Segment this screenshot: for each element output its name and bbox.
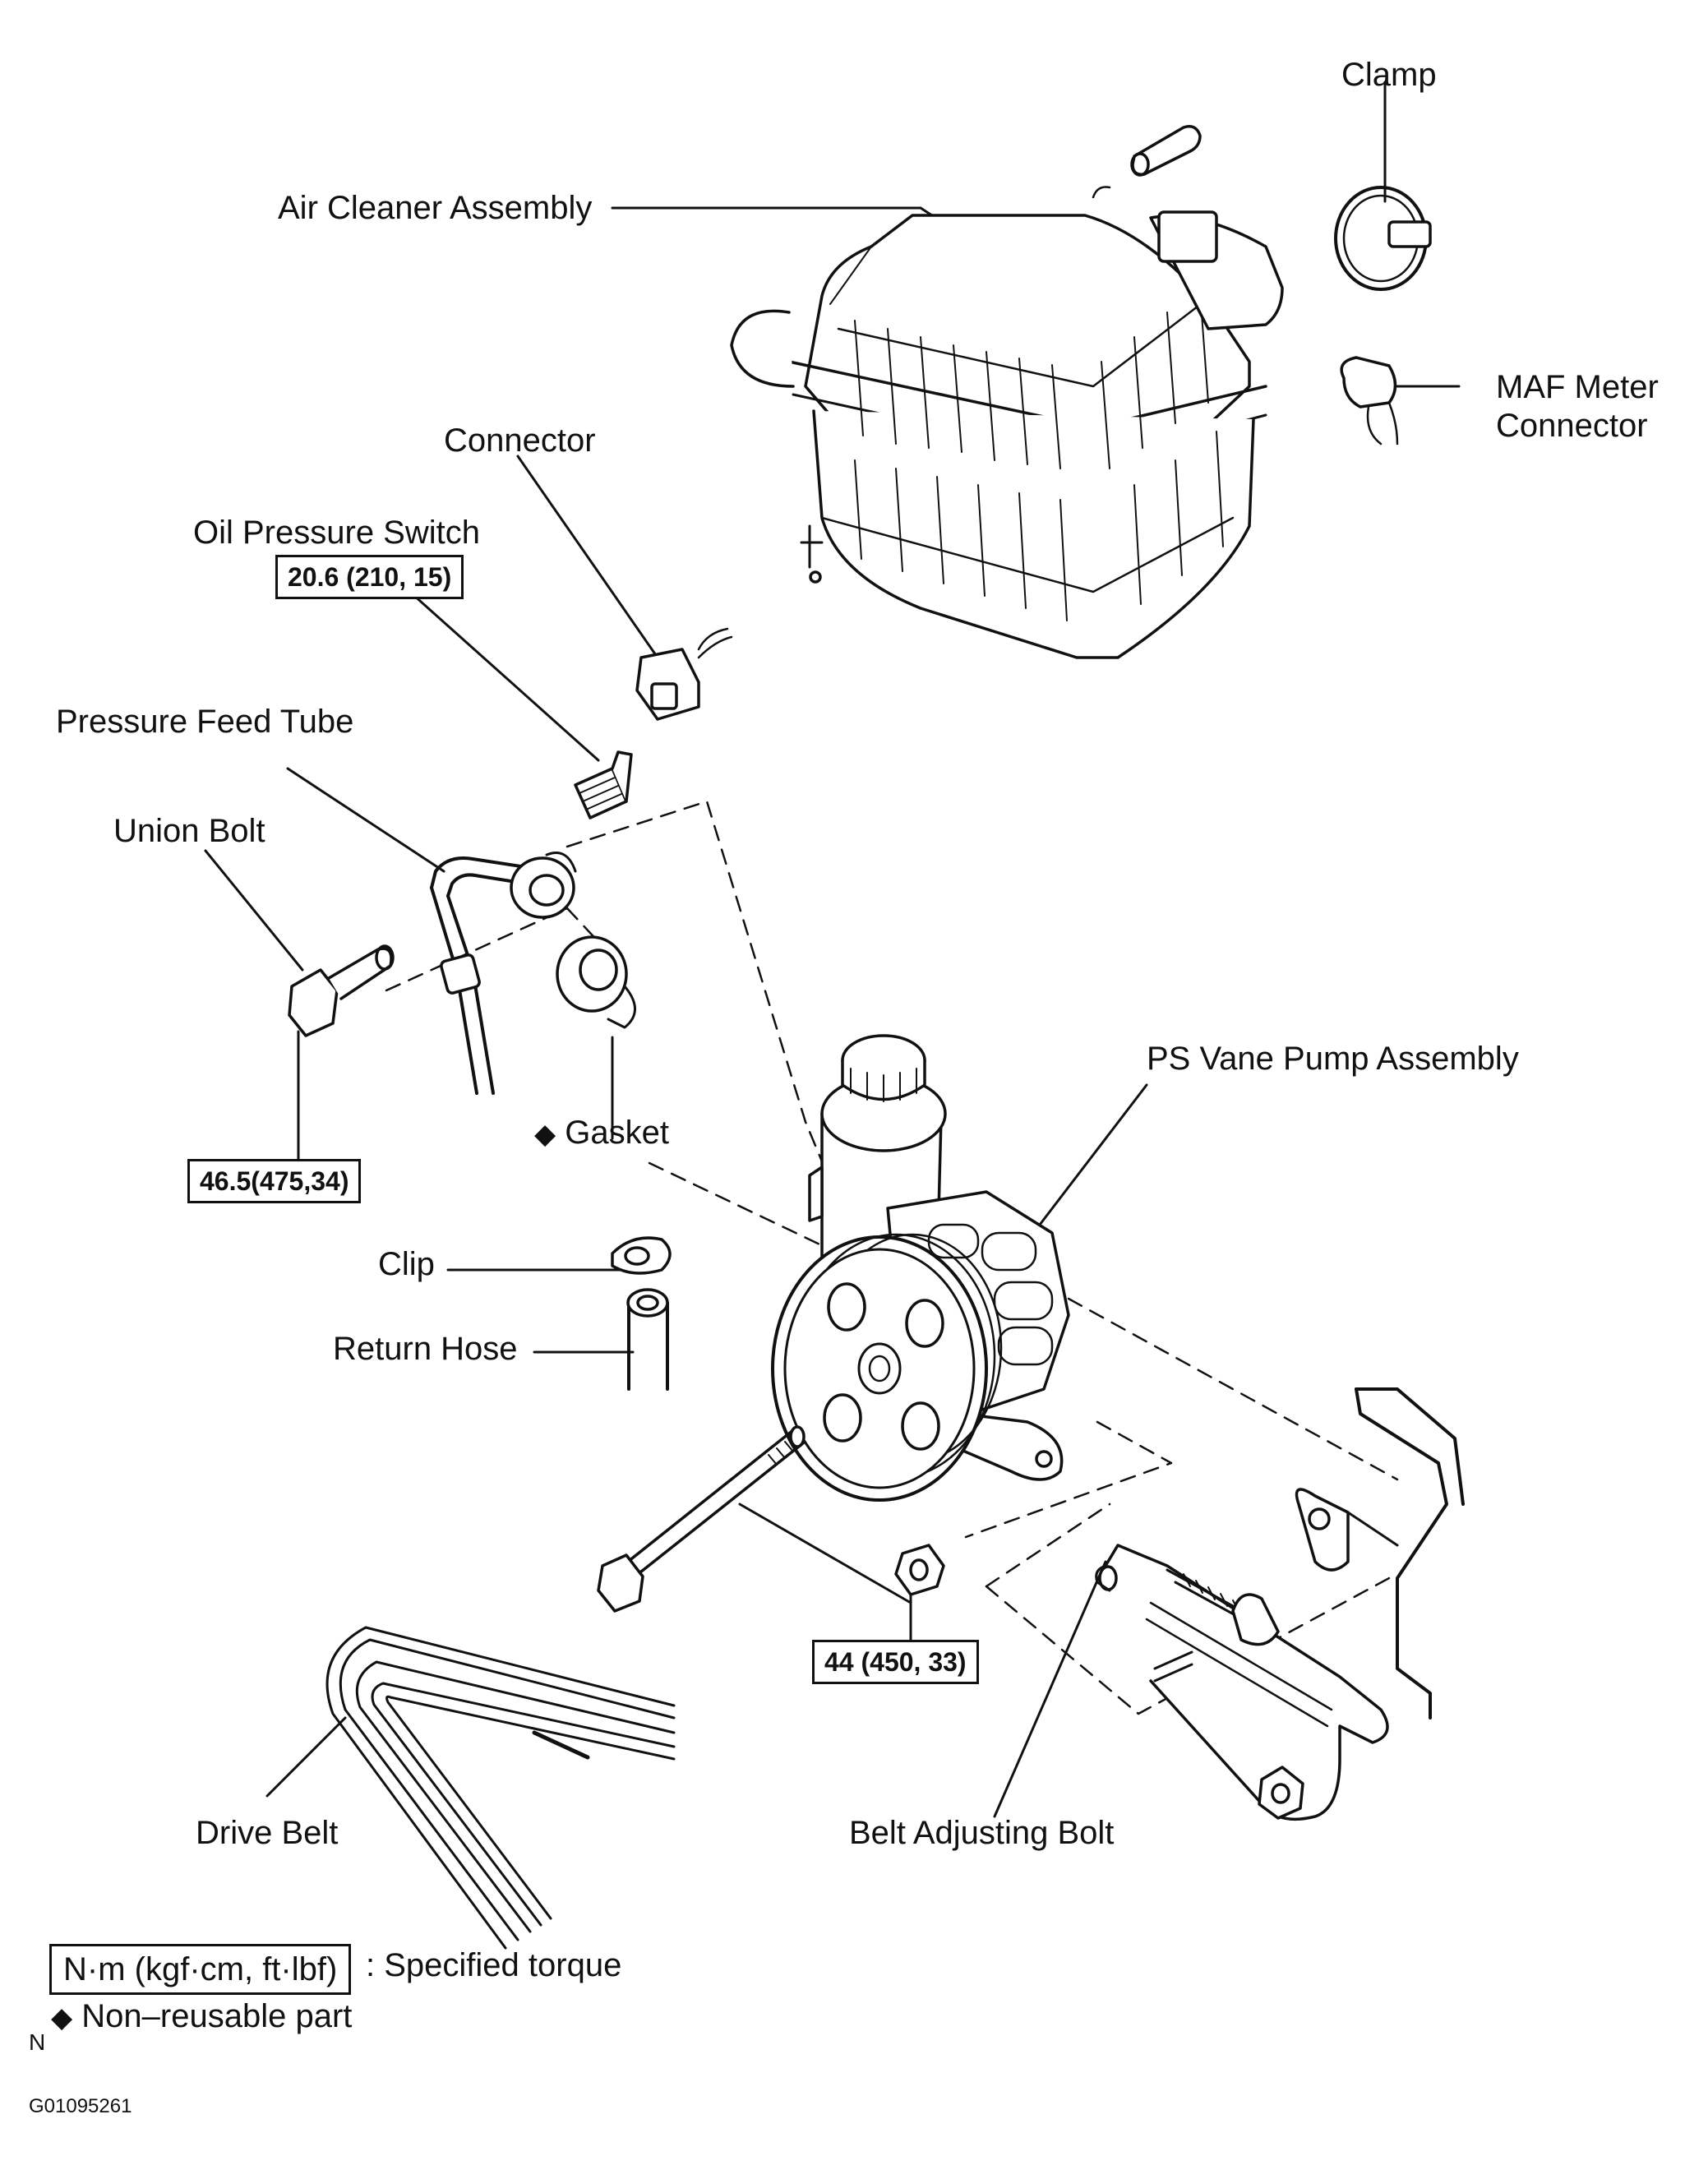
diamond-icon: ◆ xyxy=(534,1119,556,1150)
drive-belt-part xyxy=(325,1626,676,1950)
label-gasket: Gasket xyxy=(565,1115,669,1151)
nut-part xyxy=(894,1544,945,1596)
diamond-icon: ◆ xyxy=(51,2002,73,2033)
leader-lines xyxy=(204,81,1461,1818)
figure-code: G01095261 xyxy=(29,2095,132,2117)
label-belt-adjusting-bolt: Belt Adjusting Bolt xyxy=(849,1815,1115,1851)
label-union-bolt: Union Bolt xyxy=(113,813,265,849)
pump-bracket-part xyxy=(1295,1387,1465,1720)
clip-part xyxy=(611,1236,672,1275)
return-hose-part xyxy=(626,1288,669,1391)
ps-vane-pump-part xyxy=(771,1034,1070,1502)
legend-non-reusable-text: Non–reusable part xyxy=(81,1998,353,2034)
label-connector: Connector xyxy=(444,422,596,459)
torque-pump-bolts: 44 (450, 33) xyxy=(812,1640,979,1684)
alignment-dashes xyxy=(385,800,1399,1715)
breather-hose xyxy=(1130,125,1202,177)
maf-connector-part xyxy=(1340,356,1399,445)
label-ps-vane-pump-assembly: PS Vane Pump Assembly xyxy=(1147,1041,1519,1077)
label-air-cleaner-assembly: Air Cleaner Assembly xyxy=(278,190,593,226)
label-maf-meter-line2: Connector xyxy=(1496,408,1648,444)
air-cleaner-assembly xyxy=(730,186,1284,659)
legend-unit-box: N·m (kgf·cm, ft·lbf) xyxy=(49,1944,352,1995)
label-return-hose: Return Hose xyxy=(333,1331,518,1367)
gasket-part xyxy=(556,935,636,1029)
footer-mark: N xyxy=(29,2029,46,2055)
label-maf-meter-line1: MAF Meter xyxy=(1496,369,1659,405)
legend-non-reusable-row: ◆ Non–reusable part xyxy=(51,1997,352,2037)
clamp-ring xyxy=(1334,186,1432,291)
union-bolt-part xyxy=(288,944,395,1037)
belt-adjusting-bolt-part xyxy=(1095,1544,1389,1821)
label-clamp: Clamp xyxy=(1341,57,1437,93)
torque-union-bolt: 46.5(475,34) xyxy=(187,1159,362,1203)
label-pressure-feed-tube: Pressure Feed Tube xyxy=(56,704,354,740)
torque-oil-pressure-switch: 20.6 (210, 15) xyxy=(275,555,464,599)
label-drive-belt: Drive Belt xyxy=(196,1815,339,1851)
oil-pressure-switch-part xyxy=(574,750,633,819)
legend-torque-text: : Specified torque xyxy=(366,1947,622,1983)
label-oil-pressure-switch: Oil Pressure Switch xyxy=(193,515,480,551)
electrical-connector-part xyxy=(635,627,733,721)
pressure-feed-tube-part xyxy=(430,852,577,1095)
long-bolt-part xyxy=(597,1425,806,1613)
label-gasket-row: ◆ Gasket xyxy=(534,1114,669,1153)
label-clip: Clip xyxy=(378,1246,435,1282)
